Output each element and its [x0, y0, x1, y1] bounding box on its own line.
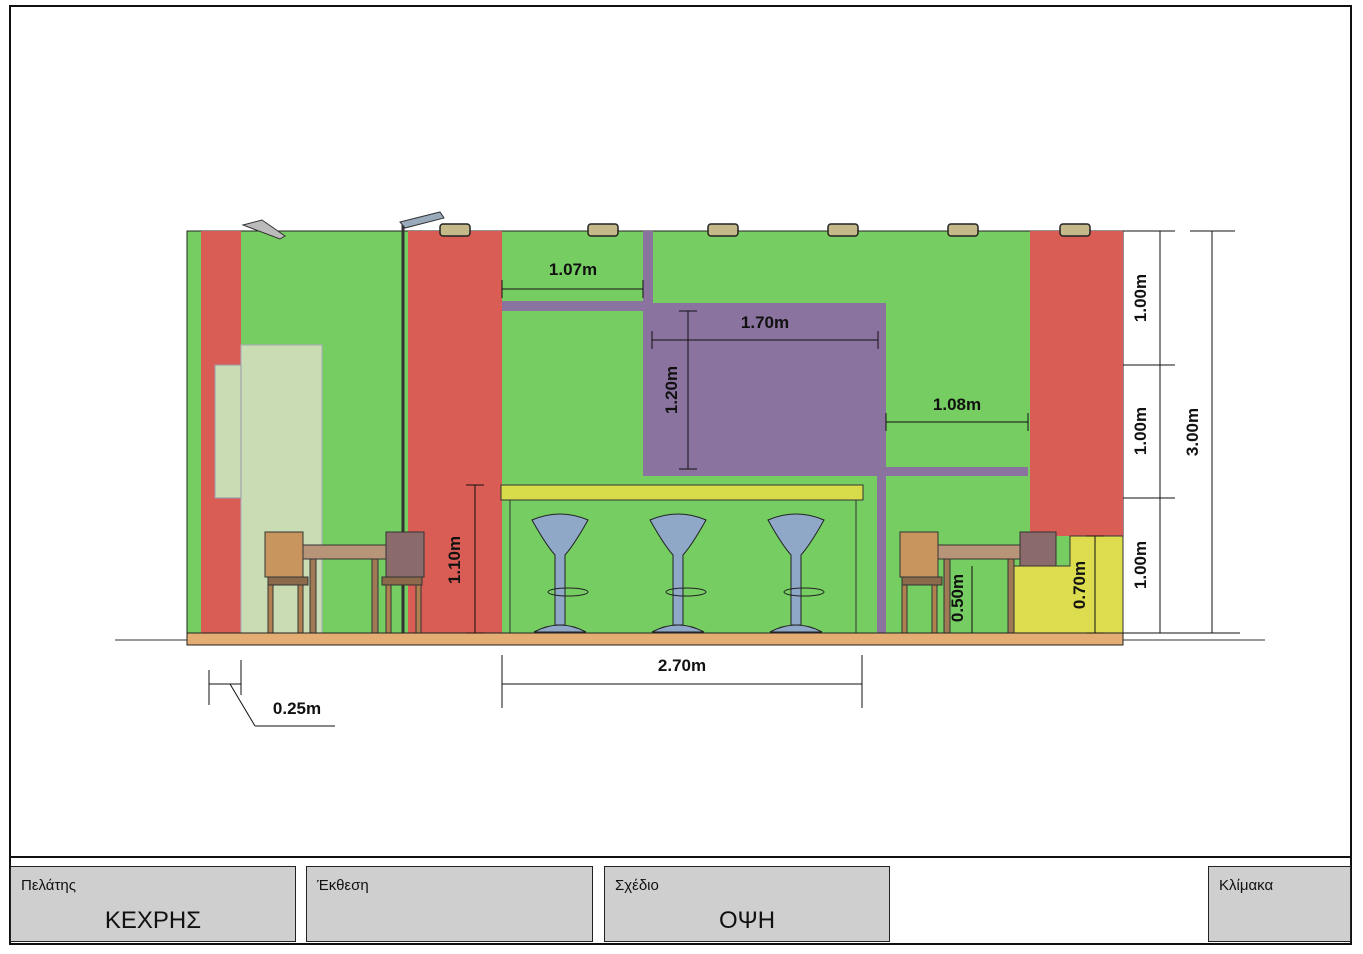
bar-stool-icon — [767, 513, 825, 633]
dim-1-00-top: 1.00m — [1131, 274, 1150, 322]
chair-icon — [381, 531, 425, 634]
right-table-set — [899, 531, 1057, 634]
dim-1-20: 1.20m — [662, 366, 681, 414]
lamp-head-icon — [399, 211, 445, 229]
title-block-scale: Κλίμακα — [1208, 866, 1351, 942]
dim-0-70: 0.70m — [1070, 561, 1089, 609]
plan-value: ΟΨΗ — [718, 907, 776, 934]
purple-graphic — [502, 231, 1028, 633]
spot-light-icon — [947, 223, 979, 237]
title-block-exhibition: Έκθεση — [306, 866, 593, 942]
wall-lamp-icon — [241, 219, 286, 240]
chair-icon — [1019, 531, 1057, 568]
counter-top — [500, 484, 864, 501]
dim-1-08: 1.08m — [933, 395, 981, 414]
exhibition-label: Έκθεση — [317, 877, 369, 894]
spot-light-icon — [439, 223, 471, 237]
client-value: ΚΕΧΡΗΣ — [104, 907, 202, 934]
left-table-set — [264, 531, 425, 634]
title-block-client: Πελάτης ΚΕΧΡΗΣ — [10, 866, 296, 942]
bar-stool-icon — [531, 513, 589, 633]
plan-label: Σχέδιο — [615, 877, 659, 894]
client-label: Πελάτης — [21, 877, 76, 894]
spot-light-icon — [1059, 223, 1091, 237]
spot-lights — [439, 223, 1091, 237]
dim-3-00: 3.00m — [1183, 408, 1202, 456]
bar-stool-icon — [649, 513, 707, 633]
dimension-lines — [208, 230, 1240, 727]
chair-icon — [264, 531, 309, 634]
dim-1-07: 1.07m — [549, 260, 597, 279]
scale-label: Κλίμακα — [1219, 877, 1274, 894]
spot-light-icon — [587, 223, 619, 237]
dim-0-50: 0.50m — [948, 574, 967, 622]
bar-stools — [531, 513, 825, 633]
spot-light-icon — [827, 223, 859, 237]
dim-2-70: 2.70m — [658, 656, 706, 675]
red-panel-right — [1030, 231, 1123, 536]
door-leaf — [214, 364, 242, 499]
title-block-plan: Σχέδιο ΟΨΗ — [604, 866, 890, 942]
dim-1-00-bot: 1.00m — [1131, 541, 1150, 589]
chair-icon — [899, 531, 943, 634]
spot-light-icon — [707, 223, 739, 237]
dim-1-10: 1.10m — [445, 536, 464, 584]
dim-1-00-mid: 1.00m — [1131, 407, 1150, 455]
table-top — [931, 544, 1029, 560]
sheet-frame — [9, 5, 1352, 945]
dim-0-25: 0.25m — [273, 699, 321, 718]
dim-1-70: 1.70m — [741, 313, 789, 332]
table-top — [299, 544, 391, 560]
floor — [186, 632, 1124, 646]
